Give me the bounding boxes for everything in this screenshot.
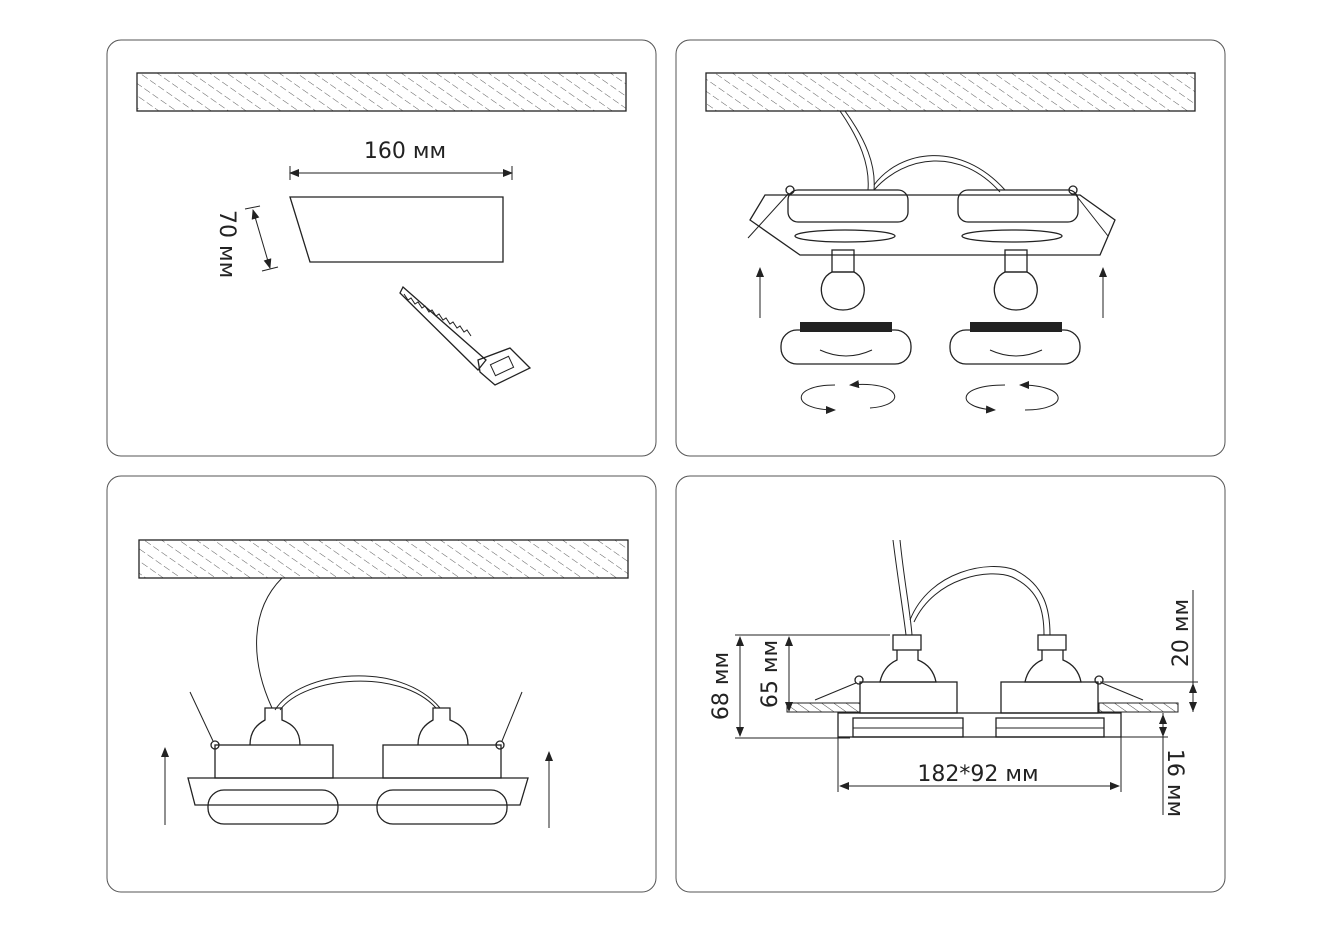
frame-size-label: 182*92 мм — [917, 762, 1038, 787]
bulb-icon — [993, 249, 1038, 311]
housing-height-label: 65 мм — [758, 640, 783, 708]
bulb-icon — [820, 249, 865, 311]
cutout-shape — [289, 196, 504, 263]
lens-ring — [780, 322, 912, 365]
rotate-arrows-icon — [801, 380, 895, 414]
panel-step-4: 68 мм 65 мм 20 мм 16 мм 182*92 мм — [675, 475, 1226, 893]
ceiling — [136, 72, 627, 112]
total-height-label: 68 мм — [709, 652, 734, 720]
height-label: 70 мм — [214, 210, 239, 278]
ceiling — [705, 72, 1196, 112]
ceiling — [138, 539, 629, 579]
panel-step-3 — [106, 475, 657, 893]
width-label: 160 мм — [364, 139, 446, 164]
top-offset-label: 20 мм — [1169, 599, 1194, 667]
panel-step-1: 160 мм 70 мм — [106, 39, 657, 457]
panel-step-2 — [675, 39, 1226, 457]
flange-height-label: 16 мм — [1162, 749, 1187, 817]
saw-icon — [399, 285, 532, 386]
fixture-frame — [749, 194, 1116, 256]
ceiling-section — [786, 702, 861, 713]
lens-ring — [949, 322, 1081, 365]
ceiling-section — [1098, 702, 1179, 713]
rotate-arrows-icon — [965, 381, 1059, 414]
